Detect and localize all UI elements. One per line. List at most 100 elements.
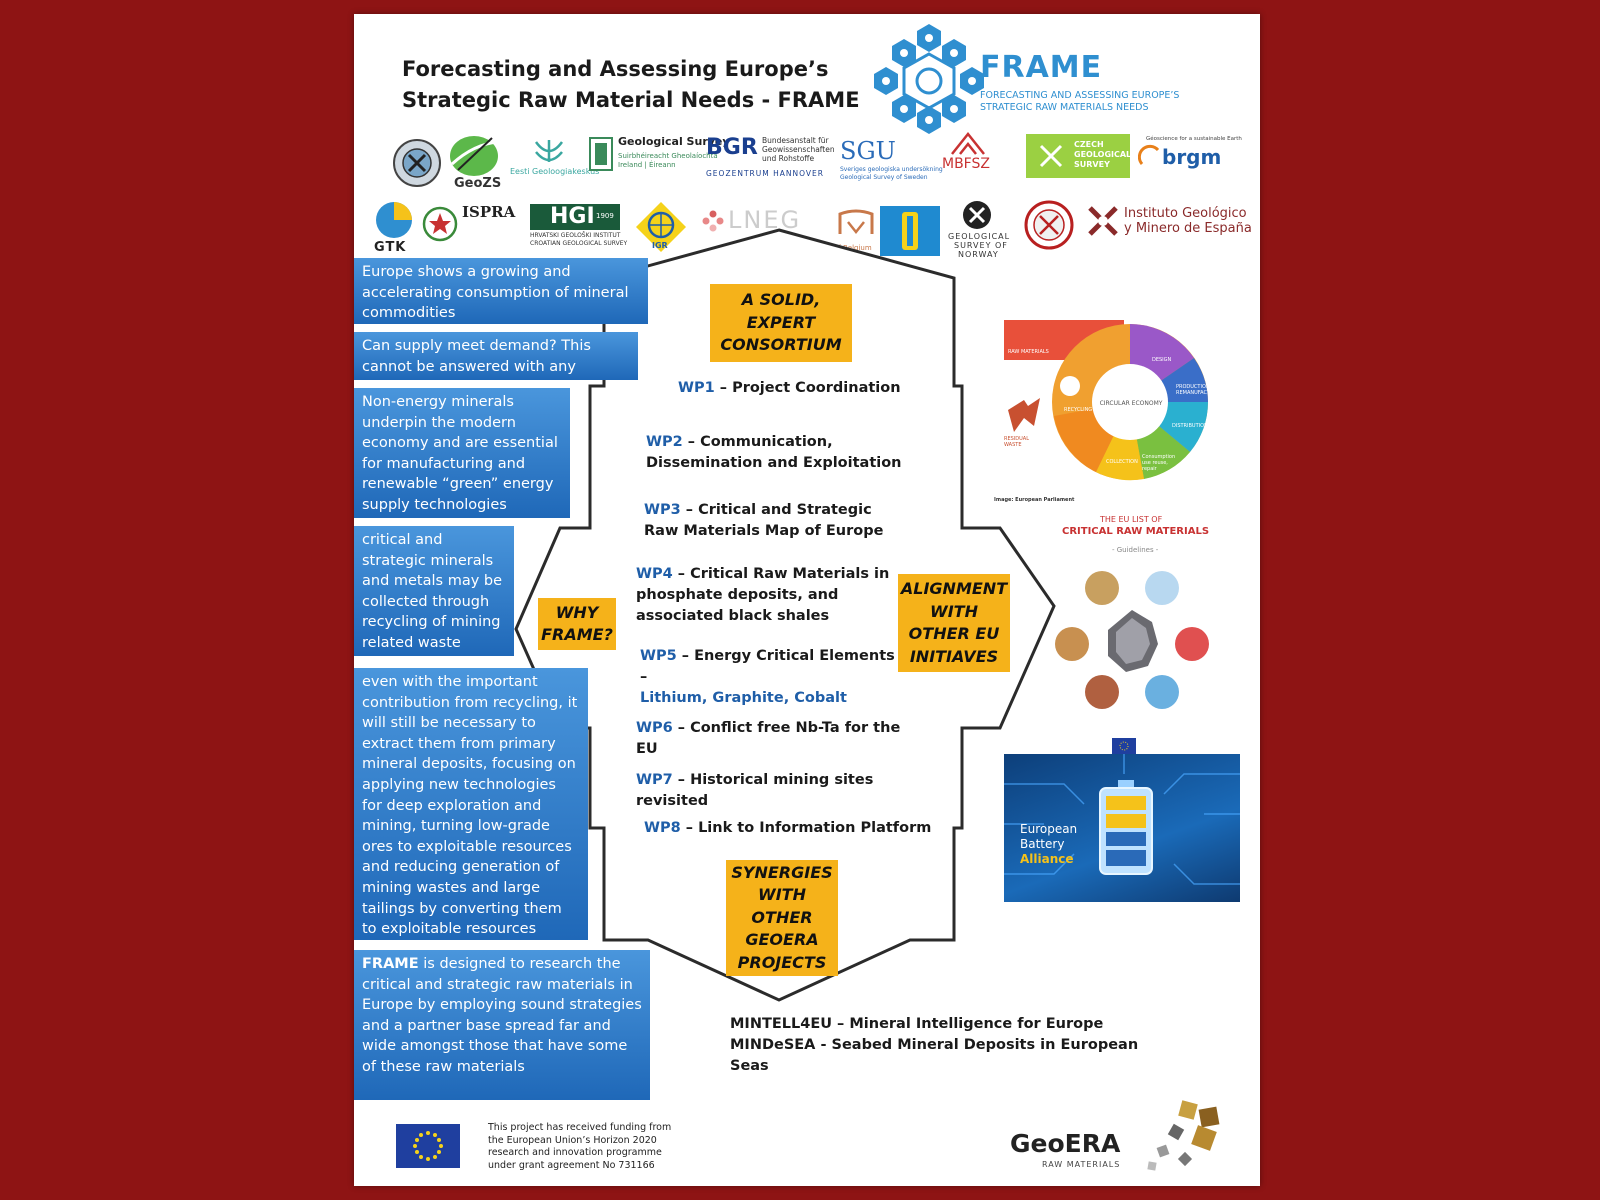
- wp2-text: – Communication, Dissemination and Explo…: [646, 434, 902, 471]
- geoera-sub-text: RAW MATERIALS: [1042, 1160, 1121, 1169]
- bgr-text-2: Geowissenschaften: [762, 145, 835, 154]
- gsi-text-2: Suirbhéireacht Gheolaíochta: [618, 152, 718, 160]
- blue-square-logo-icon: [880, 206, 940, 256]
- page-title: Forecasting and Assessing Europe’s Strat…: [402, 54, 862, 116]
- bgr-text: BGR: [706, 135, 758, 160]
- wp4-number: WP4: [636, 566, 673, 582]
- battery-alliance-panel: European Battery Alliance: [1004, 754, 1240, 902]
- crm-title-1: THE EU LIST OF: [1100, 515, 1163, 524]
- info-box-primary-deposits: even with the important contribution fro…: [354, 668, 588, 940]
- italy-emblem-icon: [422, 206, 458, 242]
- wp2-number: WP2: [646, 434, 683, 450]
- eu-flag-icon: [396, 1124, 460, 1168]
- frame-hexagon-icon: [874, 24, 984, 134]
- geozs-text: GeoZS: [454, 176, 502, 191]
- yellow-box-consortium: A SOLID, EXPERT CONSORTIUM: [710, 284, 852, 362]
- battery-icon: [1099, 780, 1153, 875]
- eu-flag-small-icon: [1112, 738, 1136, 754]
- info-box-recycling: critical and strategic minerals and meta…: [354, 526, 514, 672]
- title-line-2: Strategic Raw Material Needs - FRAME: [402, 88, 860, 112]
- frame-logo-sub1: FORECASTING AND ASSESSING EUROPE’S: [980, 90, 1180, 101]
- norway-text-1: GEOLOGICAL: [948, 232, 1011, 241]
- wp3-text: – Critical and Strategic Raw Materials M…: [644, 502, 884, 539]
- bgr-text-3: und Rohstoffe: [762, 154, 815, 163]
- hgi-text-1: HRVATSKI GEOLOŠKI INSTITUT: [530, 232, 621, 239]
- belgium-text: of Belgium: [834, 244, 872, 252]
- wp6-text: – Conflict free Nb-Ta for the EU: [636, 720, 901, 757]
- lneg-dots-icon: [702, 210, 724, 232]
- norway-text-3: NORWAY: [958, 250, 999, 259]
- info-box-consumption: Europe shows a growing and accelerating …: [354, 258, 648, 324]
- circular-production-text: PRODUCTION REMANUFACTURING: [1176, 384, 1227, 396]
- gtk-logo-icon: [376, 202, 412, 238]
- wp8-number: WP8: [644, 820, 681, 836]
- wp8-item: WP8 – Link to Information Platform: [644, 818, 934, 839]
- info-box-supply-text: Can supply meet demand? This cannot be a…: [362, 338, 591, 395]
- frame-logo: FRAME FORECASTING AND ASSESSING EUROPE’S…: [874, 22, 1244, 142]
- gsi-logo-icon: [589, 137, 613, 171]
- wp6-item: WP6 – Conflict free Nb-Ta for the EU: [636, 718, 926, 760]
- brgm-arc-icon: [1138, 144, 1160, 165]
- wp2-item: WP2 – Communication, Dissemination and E…: [646, 432, 936, 474]
- wp1-item: WP1 – Project Coordination: [678, 378, 928, 399]
- wp7-item: WP7 – Historical mining sites revisited: [636, 770, 926, 812]
- circular-residual-text: RESIDUAL WASTE: [1004, 436, 1029, 448]
- sgu-text: SGU: [840, 137, 896, 165]
- norway-text-2: SURVEY OF: [954, 241, 1008, 250]
- czech-text-1: CZECH: [1074, 140, 1104, 149]
- frame-logo-name: FRAME: [980, 50, 1103, 85]
- norway-logo-icon: [963, 201, 991, 229]
- wp5-elements-text: Lithium, Graphite, Cobalt: [640, 690, 847, 706]
- yellow-box-why-frame: WHY FRAME?: [538, 598, 616, 650]
- yellow-box-consortium-text: A SOLID, EXPERT CONSORTIUM: [720, 290, 842, 355]
- hgi-text: HGI: [550, 204, 595, 229]
- circular-consumption-text: Consumption use reuse, repair: [1142, 454, 1176, 472]
- info-box-supply: Can supply meet demand? This cannot be a…: [354, 332, 638, 395]
- funding-text: This project has received funding from t…: [488, 1122, 672, 1171]
- wp1-number: WP1: [678, 380, 715, 396]
- bgr-text-1: Bundesanstalt für: [762, 136, 829, 145]
- circuit-lines-icon: [1004, 754, 1240, 885]
- estonia-logo-icon: [534, 140, 564, 162]
- battery-text-1: European: [1020, 822, 1078, 836]
- circular-recycling-text: RECYCLING: [1064, 407, 1093, 413]
- wp7-text: – Historical mining sites revisited: [636, 772, 874, 809]
- info-box-non-energy-text: Non-energy minerals underpin the modern …: [362, 394, 558, 513]
- wp6-number: WP6: [636, 720, 673, 736]
- yellow-box-alignment-text: ALIGNMENT WITH OTHER EU INITIAVES: [900, 579, 1008, 666]
- info-box-frame-bold: FRAME: [362, 956, 419, 972]
- igme-text-1: Instituto Geológico: [1124, 206, 1247, 221]
- hgi-logo: HGI 1909: [530, 204, 620, 230]
- poster: Forecasting and Assessing Europe’s Strat…: [354, 14, 1260, 1186]
- battery-text-2: Battery: [1020, 837, 1065, 851]
- wp4-text: – Critical Raw Materials in phosphate de…: [636, 566, 890, 624]
- igr-logo-icon: [636, 202, 686, 252]
- geozs-logo-icon: [450, 136, 499, 176]
- info-box-recycling-text: critical and strategic minerals and meta…: [362, 532, 503, 672]
- central-arrow-outline: [514, 228, 1056, 1002]
- czech-logo: CZECH GEOLOGICAL SURVEY: [1026, 134, 1132, 178]
- circular-design-text: DESIGN: [1152, 357, 1172, 363]
- mbfsz-text: MBFSZ: [942, 156, 990, 172]
- sgu-text-2: Geological Survey of Sweden: [840, 174, 928, 181]
- battery-text-3: Alliance: [1020, 852, 1074, 866]
- geoera-cubes-icon: [1147, 1100, 1220, 1171]
- info-box-frame-design-text: is designed to research the critical and…: [362, 956, 642, 1075]
- frame-logo-sub2: STRATEGIC RAW MATERIALS NEEDS: [980, 102, 1149, 113]
- partner-logo-row-2: GTK ISPRA HGI 1909 HRVATSKI GEOLOŠKI INS…: [354, 200, 1260, 270]
- bgr-sub-text: GEOZENTRUM HANNOVER: [706, 169, 824, 178]
- czech-text-2: GEOLOGICAL: [1074, 150, 1132, 159]
- crm-materials-icon: [1055, 571, 1209, 709]
- igme-logo-icon: [1088, 206, 1118, 236]
- wp1-text: – Project Coordination: [714, 380, 901, 396]
- hgi-text-2: CROATIAN GEOLOGICAL SURVEY: [530, 240, 628, 247]
- brgm-sub-text: Géoscience for a sustainable Earth: [1146, 136, 1242, 142]
- estonia-text: Eesti Geoloogiakeskus: [510, 167, 600, 176]
- circular-center-text: CIRCULAR ECONOMY: [1099, 400, 1163, 407]
- gtk-text: GTK: [374, 240, 407, 255]
- wp4-item: WP4 – Critical Raw Materials in phosphat…: [636, 564, 898, 627]
- lneg-text: LNEG: [728, 206, 802, 234]
- wp8-text: – Link to Information Platform: [680, 820, 932, 836]
- ispra-text: ISPRA: [462, 203, 516, 221]
- info-box-non-energy: Non-energy minerals underpin the modern …: [354, 388, 570, 518]
